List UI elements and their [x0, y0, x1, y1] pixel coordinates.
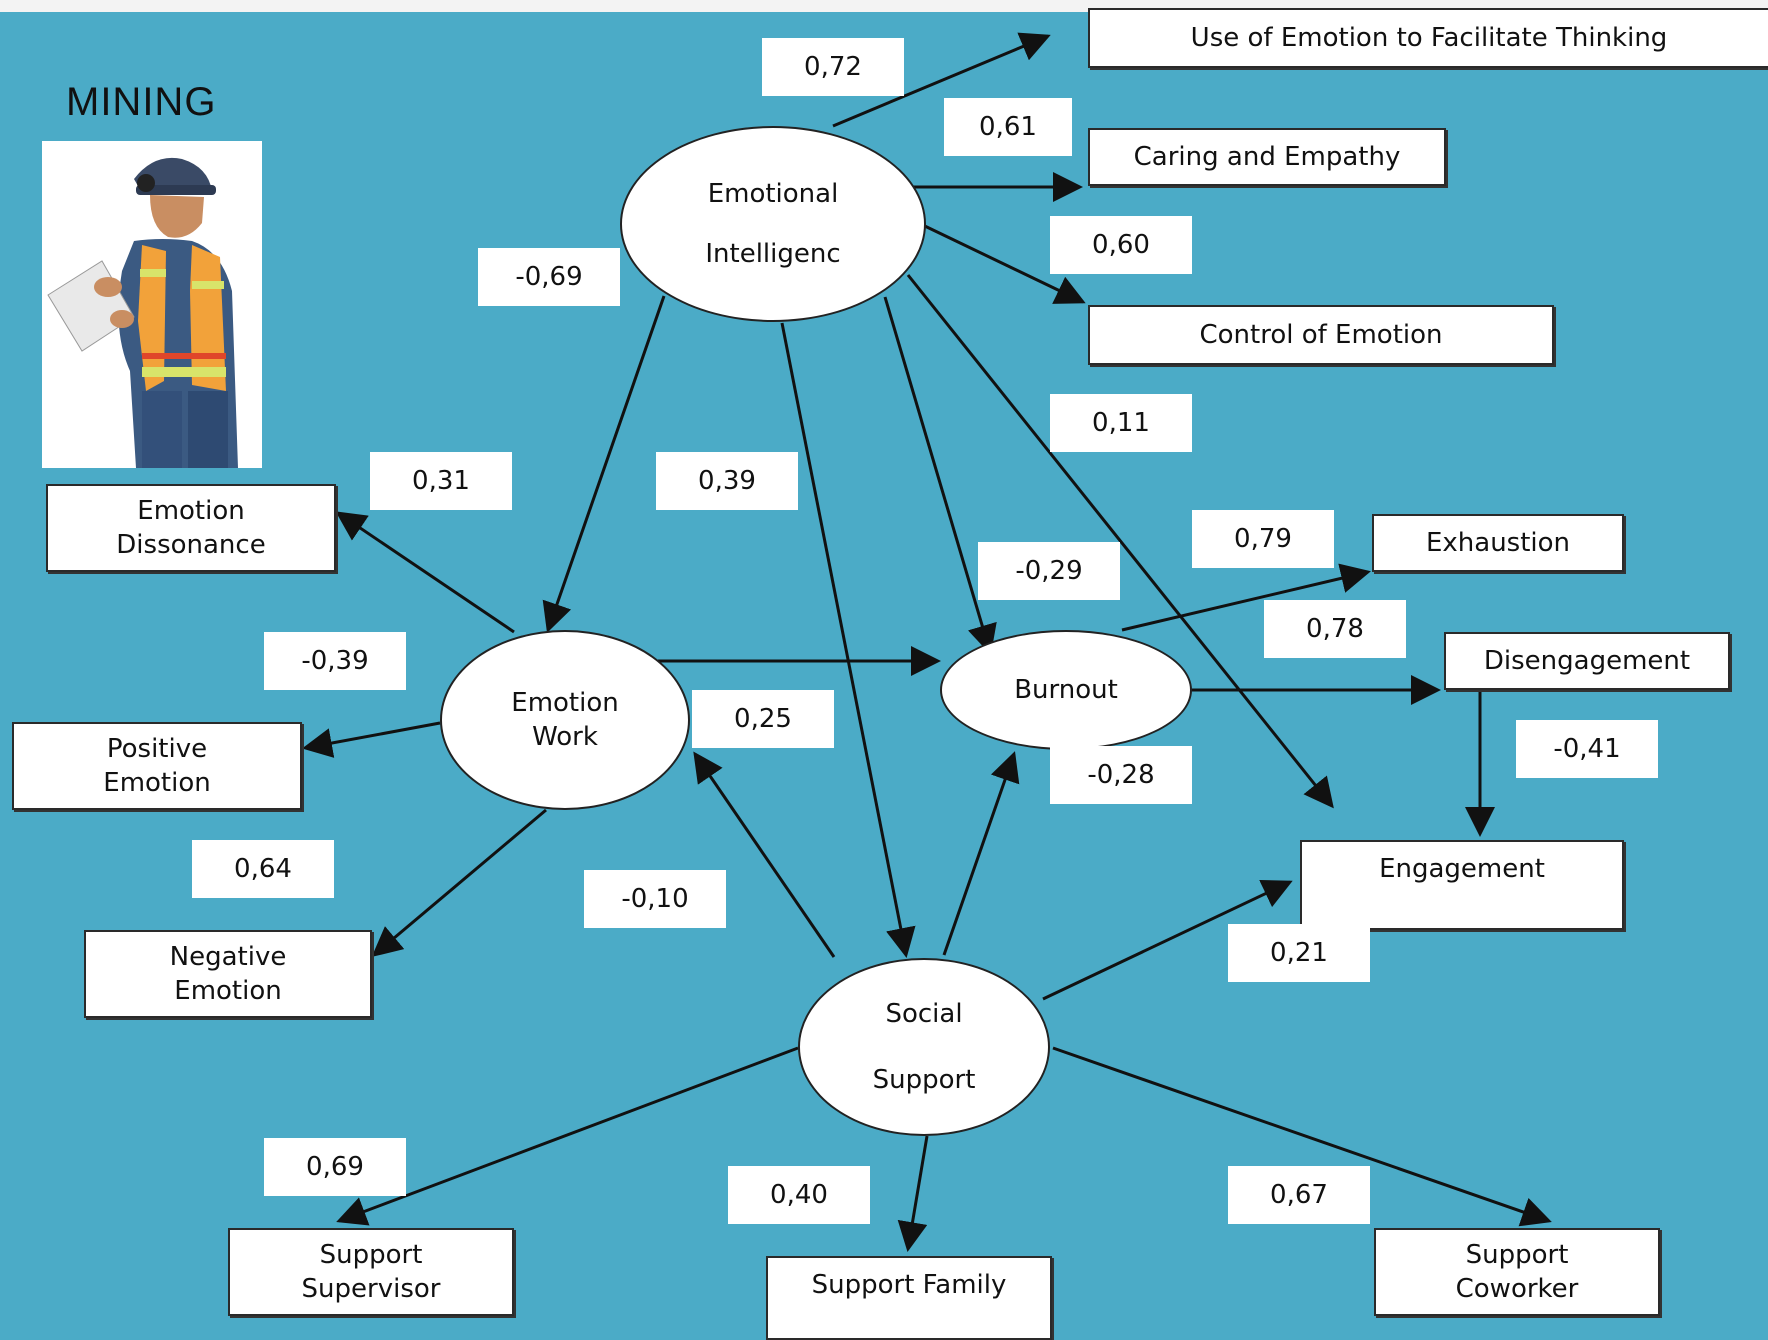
coef-ew-dissonance: 0,31	[370, 452, 512, 510]
mining-worker-photo	[42, 141, 262, 468]
construct-label: Burnout	[1014, 675, 1118, 705]
indicator-emotion-dissonance: Emotion Dissonance	[46, 484, 336, 572]
coef-ss-engagement: 0,21	[1228, 924, 1370, 982]
indicator-control-of-emotion: Control of Emotion	[1088, 305, 1554, 365]
indicator-label: Exhaustion	[1425, 528, 1571, 558]
arrow-ei-ss	[780, 322, 916, 958]
indicator-label-line2: Dissonance	[116, 530, 266, 560]
arrow-ei-burnout	[883, 296, 997, 655]
arrow-ei-control	[905, 215, 1086, 304]
page-title: MINING	[66, 80, 217, 124]
indicator-label: Control of Emotion	[1199, 320, 1443, 350]
coef-disengagement-engagement: -0,41	[1516, 720, 1658, 778]
coef-ss-coworker: 0,67	[1228, 1166, 1370, 1224]
indicator-label-line2: Emotion	[103, 768, 211, 798]
construct-burnout: Burnout	[940, 630, 1192, 750]
arrow-ss-burnout	[942, 751, 1020, 956]
indicator-support-coworker: Support Coworker	[1374, 1228, 1660, 1316]
indicator-support-family: Support Family	[766, 1256, 1052, 1340]
coef-ei-ss: 0,39	[656, 452, 798, 510]
coef-ei-control: 0,60	[1050, 216, 1192, 274]
coef-burnout-disengagement: 0,78	[1264, 600, 1406, 658]
construct-social-support: Social Support	[798, 958, 1050, 1136]
indicator-engagement: Engagement	[1300, 840, 1624, 930]
construct-label-line2: Support	[872, 1065, 976, 1095]
arrow-ss-engagement	[1042, 880, 1293, 1001]
coef-ew-burnout: 0,25	[692, 690, 834, 748]
indicator-label-line1: Positive	[106, 734, 208, 764]
indicator-label: Use of Emotion to Facilitate Thinking	[1190, 23, 1668, 53]
coef-ss-burnout: -0,28	[1050, 746, 1192, 804]
arrow-ss-coworker	[1052, 1046, 1552, 1227]
arrow-ss-family	[897, 1135, 929, 1252]
coef-ei-caring: 0,61	[944, 98, 1072, 156]
arrow-ew-positive	[302, 721, 441, 758]
indicator-label-line1: Negative	[169, 942, 287, 972]
construct-label-line2: Intelligenc	[705, 239, 841, 269]
construct-emotional-intelligence: Emotional Intelligenc	[620, 126, 926, 322]
construct-label-line1: Emotion	[511, 688, 619, 718]
indicator-support-supervisor: Support Supervisor	[228, 1228, 514, 1316]
arrow-ei-engagement	[906, 274, 1334, 809]
indicator-label-line1: Support	[319, 1240, 423, 1270]
indicator-caring-empathy: Caring and Empathy	[1088, 128, 1446, 186]
indicator-label: Disengagement	[1483, 646, 1691, 676]
coef-ew-positive: -0,39	[264, 632, 406, 690]
coef-ss-supervisor: 0,69	[264, 1138, 406, 1196]
indicator-label-line1: Emotion	[137, 496, 245, 526]
arrow-ew-dissonance	[335, 511, 515, 634]
construct-label-line2: Work	[532, 722, 598, 752]
indicator-label-line2: Emotion	[174, 976, 282, 1006]
indicator-disengagement: Disengagement	[1444, 632, 1730, 690]
indicator-label-line2: Supervisor	[301, 1274, 441, 1304]
coef-ss-ew: -0,10	[584, 870, 726, 928]
indicator-label: Caring and Empathy	[1133, 142, 1401, 172]
indicator-exhaustion: Exhaustion	[1372, 514, 1624, 572]
arrow-ei-use	[832, 32, 1051, 128]
indicator-label-line1: Support	[1465, 1240, 1569, 1270]
arrow-burnout-exhaustion	[1121, 563, 1371, 632]
construct-label-line1: Emotional	[707, 179, 839, 209]
construct-emotion-work: Emotion Work	[440, 630, 690, 810]
arrow-ss-ew	[693, 751, 836, 958]
indicator-use-of-emotion: Use of Emotion to Facilitate Thinking	[1088, 8, 1768, 68]
coef-burnout-exhaustion: 0,79	[1192, 510, 1334, 568]
arrow-ew-negative	[371, 808, 547, 957]
indicator-label-line2: Coworker	[1455, 1274, 1579, 1304]
arrow-ss-supervisor	[336, 1046, 799, 1226]
coef-ei-burnout: -0,29	[978, 542, 1120, 600]
coef-ss-family: 0,40	[728, 1166, 870, 1224]
arrow-ei-ew	[542, 295, 666, 633]
indicator-label: Support Family	[811, 1270, 1007, 1300]
coef-ei-ew: -0,69	[478, 248, 620, 306]
indicator-positive-emotion: Positive Emotion	[12, 722, 302, 810]
indicator-negative-emotion: Negative Emotion	[84, 930, 372, 1018]
construct-label-line1: Social	[885, 999, 963, 1029]
indicator-label: Engagement	[1379, 854, 1545, 884]
coef-ei-use: 0,72	[762, 38, 904, 96]
coef-ei-engagement: 0,11	[1050, 394, 1192, 452]
coef-ew-negative: 0,64	[192, 840, 334, 898]
